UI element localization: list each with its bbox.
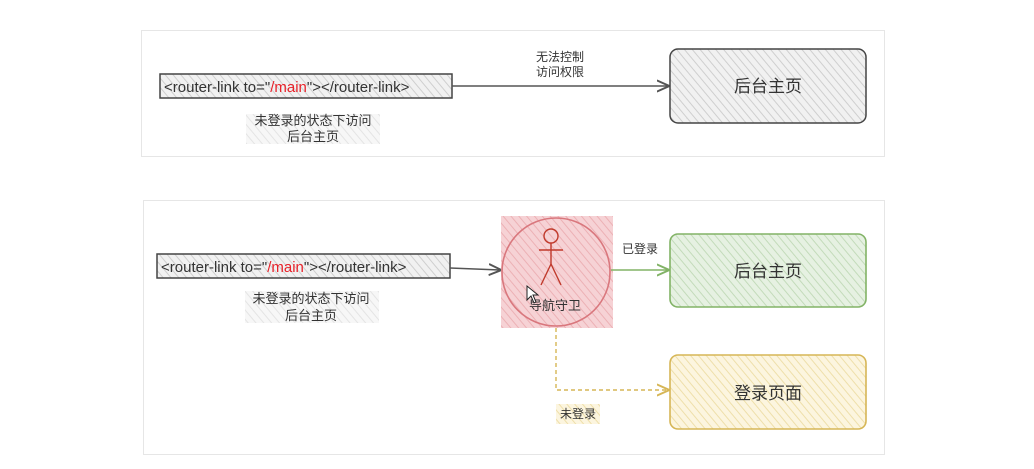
edge-label-1-line2: 访问权限 bbox=[536, 65, 584, 79]
login-page-box: 登录页面 bbox=[669, 354, 867, 430]
caption-2: 未登录的状态下访问 后台主页 bbox=[245, 291, 379, 324]
code-prefix-1: <router-link to=" bbox=[164, 79, 270, 96]
not-logged-in-label-bg bbox=[556, 404, 600, 424]
backend-home-box-1: 后台主页 bbox=[669, 48, 867, 124]
code-path-1: /main bbox=[270, 79, 307, 96]
logged-in-label: 已登录 bbox=[622, 241, 658, 256]
not-logged-in-label: 未登录 bbox=[560, 406, 596, 421]
edge-label-1-line1: 无法控制 bbox=[536, 50, 584, 64]
code-node-1: <router-link to="/main"></router-link> bbox=[159, 73, 453, 99]
caption-1-line2: 后台主页 bbox=[287, 130, 339, 145]
navigation-guard-node: 导航守卫 bbox=[501, 216, 613, 328]
code-path-2: /main bbox=[267, 259, 304, 276]
code-suffix-1: "></router-link> bbox=[307, 79, 410, 96]
arrow-guard-to-login bbox=[555, 328, 668, 390]
backend-home-box-2: 后台主页 bbox=[669, 233, 867, 308]
code-suffix-2: "></router-link> bbox=[304, 259, 407, 276]
caption-2-line1: 未登录的状态下访问 bbox=[252, 291, 369, 307]
guard-label: 导航守卫 bbox=[529, 298, 581, 314]
svg-text:<router-link to="/main"></rout: <router-link to="/main"></router-link> bbox=[161, 259, 407, 276]
arrow-code-to-guard bbox=[449, 268, 500, 270]
code-node-2: <router-link to="/main"></router-link> bbox=[156, 253, 451, 279]
caption-1-line1: 未登录的状态下访问 bbox=[254, 113, 371, 129]
backend-home-label-1: 后台主页 bbox=[734, 77, 802, 97]
login-page-label: 登录页面 bbox=[734, 384, 802, 404]
backend-home-label-2: 后台主页 bbox=[734, 262, 802, 282]
caption-2-line2: 后台主页 bbox=[285, 309, 337, 324]
stick-figure-icon bbox=[539, 228, 563, 286]
mouse-cursor-icon bbox=[526, 284, 540, 304]
svg-text:<router-link to="/main"></rout: <router-link to="/main"></router-link> bbox=[164, 79, 410, 96]
caption-1: 未登录的状态下访问 后台主页 bbox=[246, 113, 380, 145]
code-prefix-2: <router-link to=" bbox=[161, 259, 267, 276]
